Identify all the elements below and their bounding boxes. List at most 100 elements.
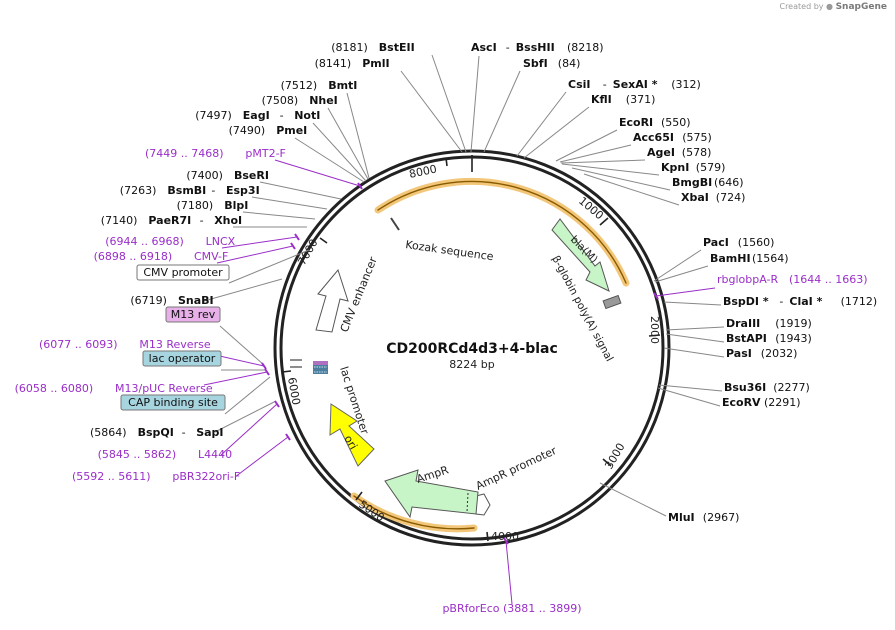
site-position: (6898 .. 6918) (94, 250, 173, 263)
site-name: PaeR7I (148, 214, 191, 227)
site-label-draiii[interactable]: DraIII(1919) (726, 317, 812, 330)
site-position: (371) (626, 93, 656, 106)
site-label-kpni[interactable]: KpnI(579) (661, 161, 725, 174)
ampr-promoter-arrow[interactable] (475, 493, 491, 516)
site-label-bmgbi[interactable]: BmgBI(646) (672, 176, 744, 189)
primer-mark (264, 368, 270, 376)
site-label-m13reverse[interactable]: (6077 .. 6093)M13 Reverse (39, 338, 211, 351)
site-label-bspqi[interactable]: (5864)BspQI-SapI (90, 426, 224, 439)
site-label-pbrforeco[interactable]: pBRforEco (3881 .. 3899) (442, 602, 581, 615)
site-label-agei[interactable]: AgeI(578) (647, 146, 711, 159)
site-label-cmvprom[interactable]: CMV promoter (136, 264, 230, 281)
site-label-eagi[interactable]: (7497)EagI-NotI (195, 109, 320, 122)
ampr-arrow[interactable] (384, 469, 479, 519)
leader-line (561, 163, 660, 176)
tick-label-5000: 5000 (356, 498, 386, 525)
site-label-cmv-f[interactable]: (6898 .. 6918)CMV-F (94, 250, 229, 263)
site-name: EagI (243, 109, 270, 122)
site-position: (6058 .. 6080) (15, 382, 94, 395)
leader-line (483, 70, 521, 153)
leader-line (346, 92, 370, 179)
ori-label: ori (341, 433, 359, 452)
leader-line (294, 137, 365, 183)
site-label-paci[interactable]: PacI(1560) (703, 236, 774, 249)
site-label-bmti[interactable]: (7512)BmtI (281, 79, 358, 92)
site-label-ecori[interactable]: EcoRI(550) (619, 116, 691, 129)
leader-line (224, 376, 271, 415)
feature-box-label: M13 rev (171, 308, 216, 321)
site-label-bamhi[interactable]: BamHI(1564) (710, 252, 789, 265)
primer-mark (261, 362, 267, 370)
leader-line (251, 196, 328, 210)
site-label-csii[interactable]: CsiI-SexAI *(312) (568, 78, 701, 91)
site-label-kfli[interactable]: KflI(371) (591, 93, 655, 106)
site-label-nhei[interactable]: (7508)NheI (262, 94, 338, 107)
site-label-cap[interactable]: CAP binding site (120, 394, 226, 411)
site-label-bstapi[interactable]: BstAPI(1943) (726, 332, 812, 345)
site-label-bseri[interactable]: (7400)BseRI (186, 169, 269, 182)
site-name: rbglobpA-R (717, 273, 778, 286)
site-name: LNCX (206, 235, 236, 248)
site-label-bsteii[interactable]: (8181)BstEII (331, 41, 414, 54)
site-label-blpi[interactable]: (7180)BlpI (177, 199, 249, 212)
site-name: BspQI (138, 426, 174, 439)
site-name: BseRI (234, 169, 269, 182)
site-label-acc65i[interactable]: Acc65I(575) (633, 131, 712, 144)
site-name: BmtI (328, 79, 357, 92)
site-label-lacop[interactable]: lac operator (142, 350, 222, 367)
site-separator: - (603, 78, 607, 91)
site-position: (7497) (195, 109, 232, 122)
site-label-mlui[interactable]: MluI(2967) (668, 511, 739, 524)
site-label-pbr322ori-f[interactable]: (5592 .. 5611)pBR322ori-F (72, 470, 240, 483)
site-label-m13rev[interactable]: M13 rev (165, 306, 221, 323)
ori-arrow[interactable] (329, 403, 375, 467)
site-label-bsu36i[interactable]: Bsu36I(2277) (724, 381, 810, 394)
site-label-pmli[interactable]: (8141)PmlI (315, 57, 390, 70)
bla-arrow[interactable] (551, 218, 610, 292)
site-label-sbfi[interactable]: SbfI(84) (523, 57, 580, 70)
leader-line (599, 482, 667, 517)
site-name: BspDI * (723, 295, 769, 308)
primer-mark (294, 233, 300, 241)
tick-line-2000 (648, 334, 661, 337)
site-position: (550) (661, 116, 691, 129)
site-label-pmei[interactable]: (7490)PmeI (229, 124, 308, 137)
site-label-asci[interactable]: AscI-BssHII(8218) (471, 41, 604, 54)
site-name: L4440 (198, 448, 232, 461)
watermark-prefix: Created by (779, 2, 824, 11)
site-position: (7180) (177, 199, 214, 212)
site-label-m13puc[interactable]: (6058 .. 6080)M13/pUC Reverse (15, 382, 213, 395)
site-label-bspdi[interactable]: BspDI *-ClaI *(1712) (723, 295, 877, 308)
site-name: pBR322ori-F (172, 470, 240, 483)
site-label-bsmbi[interactable]: (7263)BsmBI-Esp3I (120, 184, 260, 197)
feature-box-label: CAP binding site (128, 396, 218, 409)
site-position: (1564) (752, 252, 789, 265)
feature-box (165, 306, 221, 323)
site-position: (1919) (775, 317, 812, 330)
leader-line (312, 122, 367, 182)
site-label-pmt2-f[interactable]: (7449 .. 7468)pMT2-F (145, 147, 286, 160)
site-name: BsmBI (167, 184, 206, 197)
site-label-paer7i[interactable]: (7140)PaeR7I-XhoI (101, 214, 242, 227)
site-position: (8181) (331, 41, 368, 54)
cmv-enhancer-arrow[interactable] (315, 268, 349, 333)
site-label-rbglobpa-r[interactable]: rbglobpA-R(1644 .. 1663) (717, 273, 868, 286)
site-position: (8218) (567, 41, 604, 54)
site-label-lncx[interactable]: (6944 .. 6968)LNCX (105, 235, 235, 248)
tick-label-4000: 4000 (491, 530, 519, 543)
primer-mark (285, 433, 291, 441)
kozak-marker (390, 217, 400, 231)
site-label-pasi[interactable]: PasI(2032) (726, 347, 797, 360)
site-label-xbai[interactable]: XbaI(724) (681, 191, 745, 204)
site-label-ecorv[interactable]: EcoRV(2291) (722, 396, 801, 409)
site-label-snabi[interactable]: (6719)SnaBI (130, 294, 213, 307)
site-label-l4440[interactable]: (5845 .. 5862)L4440 (98, 448, 233, 461)
site-separator: - (779, 295, 783, 308)
site-position: (579) (696, 161, 726, 174)
tick-marks (281, 155, 661, 542)
site-name-2: BssHII (516, 41, 555, 54)
site-position: (578) (682, 146, 712, 159)
features: Kozak sequence bla(M) β-globin poly(A) s… (290, 217, 622, 519)
